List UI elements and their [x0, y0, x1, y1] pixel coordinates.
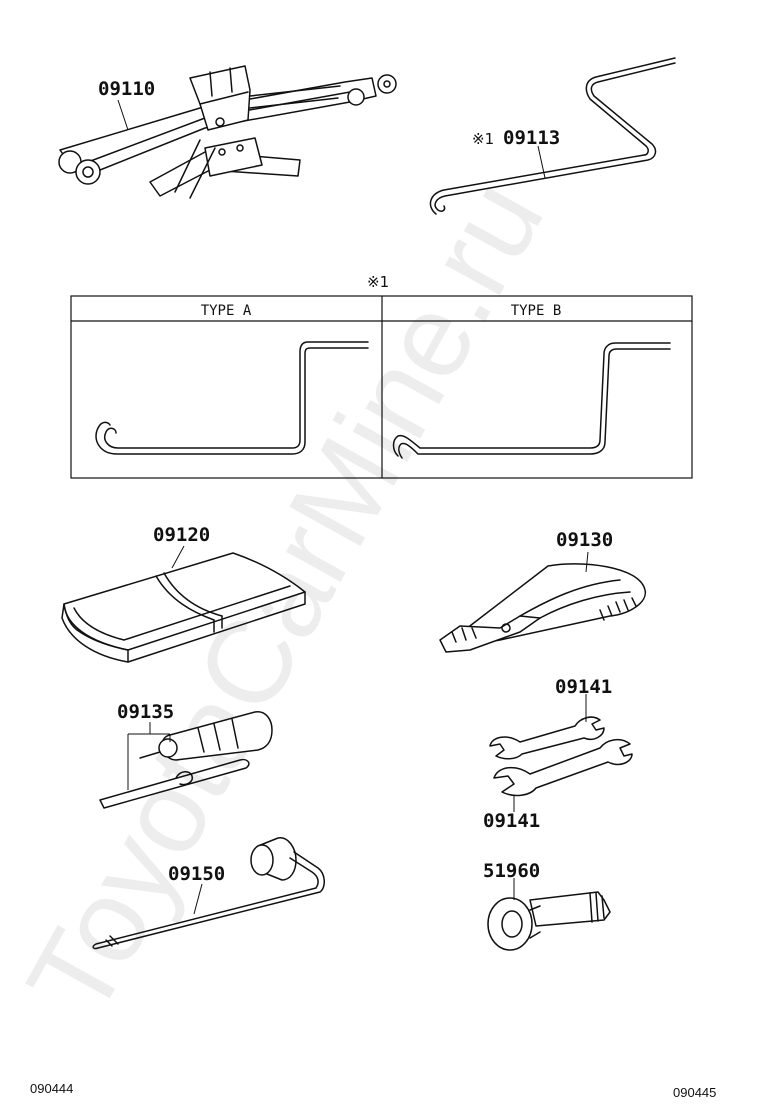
part-label-handle: 09113 — [503, 127, 560, 149]
lug-wrench-drawing — [92, 837, 325, 950]
pliers-drawing — [439, 563, 646, 653]
type-b-header: TYPE B — [511, 303, 562, 319]
part-label-hook: 51960 — [483, 860, 540, 882]
part-label-screwdriver: 09135 — [117, 701, 174, 723]
type-table-note: ※1 — [367, 273, 389, 291]
type-a-header: TYPE A — [201, 303, 252, 319]
part-label-bag: 09120 — [153, 524, 210, 546]
part-label-jack: 09110 — [98, 78, 155, 100]
handle-drawing — [429, 57, 676, 215]
type-a-handle-drawing — [95, 341, 369, 455]
jack-drawing — [58, 65, 397, 199]
tool-bag-drawing — [61, 552, 306, 663]
lug-wrench-leader — [193, 883, 203, 915]
wrench-lower-drawing — [493, 738, 633, 797]
screwdriver-leader — [127, 722, 171, 790]
footer-code-left: 090444 — [30, 1081, 73, 1096]
part-label-lug-wrench: 09150 — [168, 863, 225, 885]
handle-note: ※1 — [472, 130, 494, 148]
type-table — [70, 295, 693, 479]
part-label-wrench-lower: 09141 — [483, 810, 540, 832]
part-label-pliers: 09130 — [556, 529, 613, 551]
handle-leader — [537, 145, 546, 179]
tool-bag-leader — [171, 545, 185, 569]
footer-code-right: 090445 — [673, 1085, 716, 1100]
wrench-upper-drawing — [489, 716, 605, 760]
towing-hook-drawing — [487, 891, 611, 951]
jack-leader — [117, 99, 129, 131]
type-b-handle-drawing — [392, 342, 671, 459]
part-label-wrench-upper: 09141 — [555, 676, 612, 698]
screwdriver-drawing — [99, 711, 273, 809]
pliers-leader — [585, 551, 589, 573]
